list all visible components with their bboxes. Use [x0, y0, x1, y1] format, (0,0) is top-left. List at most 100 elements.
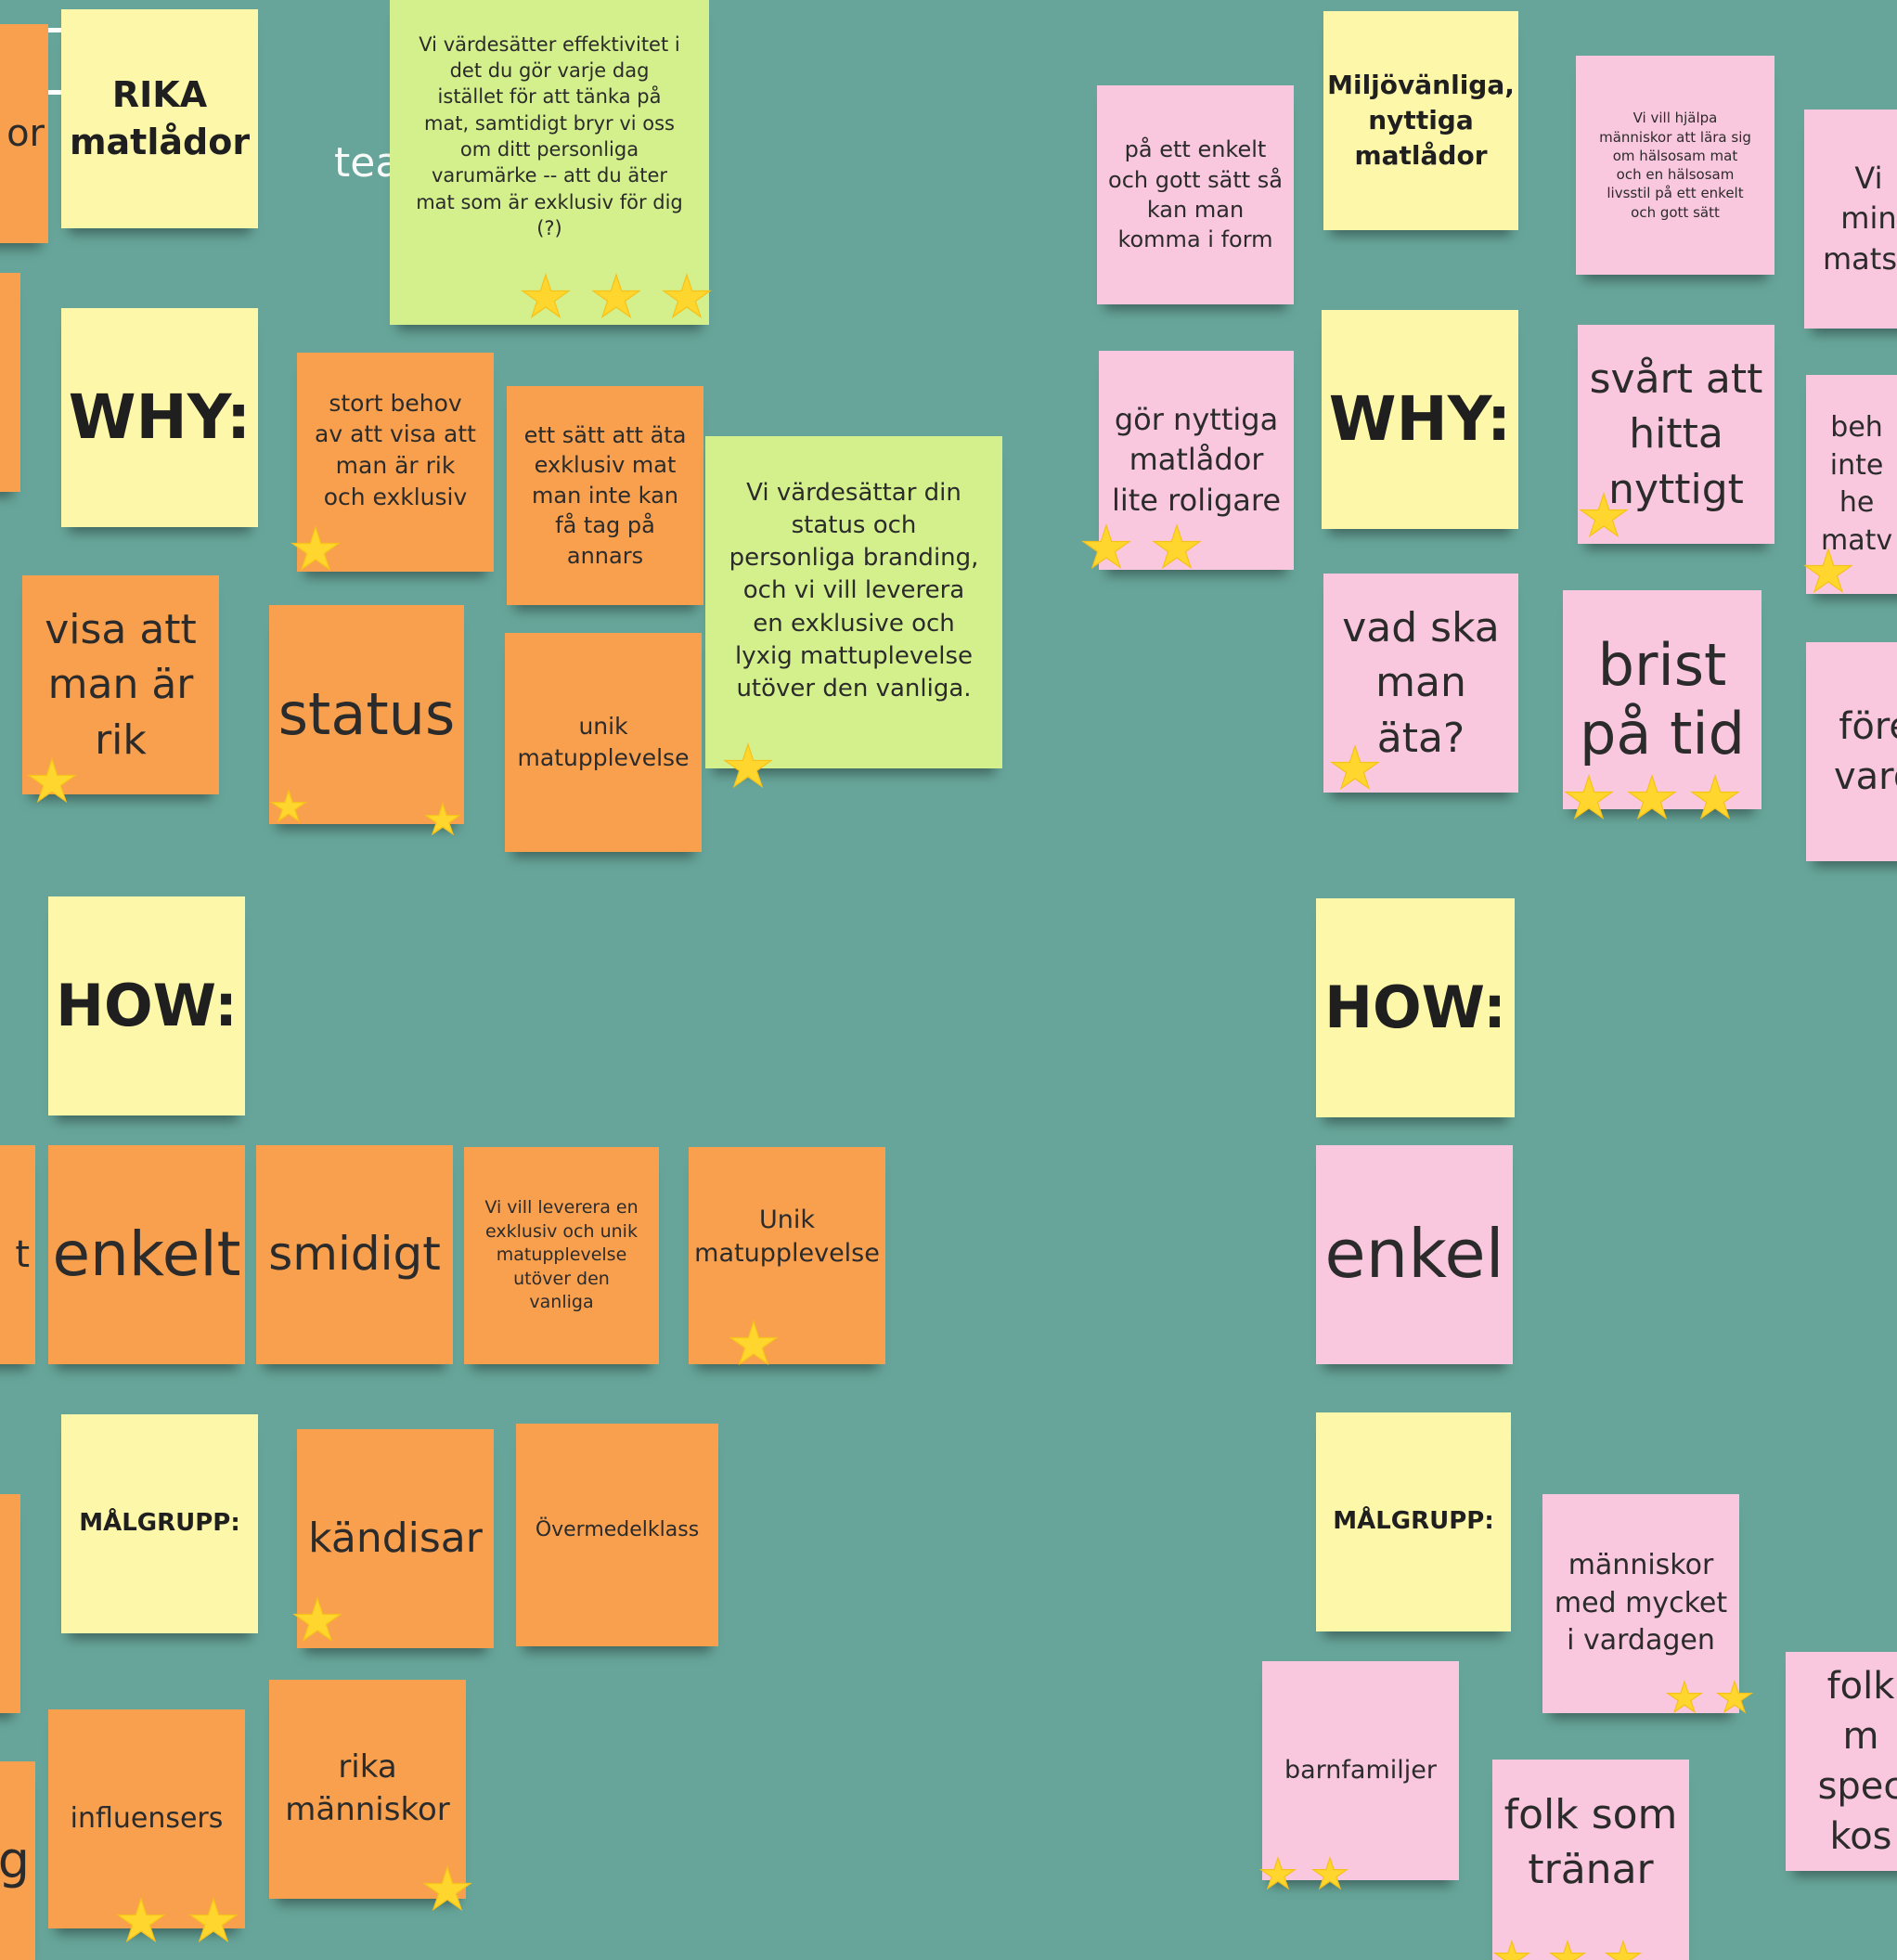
header-text: Miljövänliga, nyttiga matlådor [1327, 70, 1515, 171]
sticky-note[interactable]: barnfamiljer [1258, 1661, 1459, 1890]
star-icon [1564, 774, 1614, 820]
target-label-note[interactable]: MÅLGRUPP: [61, 1414, 258, 1633]
value-statement-note[interactable]: på ett enkelt och gott sätt så kan man k… [1097, 85, 1294, 304]
note-text: brist på tid [1580, 630, 1745, 767]
star-icon [1548, 1940, 1587, 1960]
edge-note-text: or [6, 112, 45, 155]
star-icon [1152, 523, 1202, 570]
sticky-note[interactable]: Övermedelklass [516, 1424, 718, 1646]
how-label: HOW: [1324, 974, 1506, 1042]
sticky-note[interactable]: smidigt [256, 1145, 453, 1364]
edge-sticky-note[interactable]: g [0, 1761, 35, 1960]
note-text: influensers [70, 1801, 224, 1835]
sticky-note[interactable]: vad ska man äta? [1323, 574, 1518, 793]
note-text: status [277, 680, 456, 749]
note-text: svårt att hitta nyttigt [1589, 355, 1763, 513]
header-text: RIKA matlådor [69, 73, 251, 162]
sticky-note[interactable]: rika människor [269, 1680, 472, 1912]
note-text: enkelt [52, 1219, 241, 1291]
star-icon [292, 1596, 342, 1643]
value-statement-note[interactable]: Vi värdesättar din status och personliga… [705, 436, 1002, 789]
note-text: människor med mycket i vardagen [1554, 1549, 1728, 1657]
edge-sticky-note[interactable]: or [0, 24, 48, 243]
sticky-note[interactable]: kändisar [292, 1429, 494, 1648]
target-label: MÅLGRUPP: [79, 1509, 240, 1538]
edge-sticky-note[interactable]: t [0, 1145, 35, 1364]
edge-note-text: Vi min matsv [1823, 161, 1897, 277]
star-icon [662, 273, 712, 319]
why-label-note[interactable]: WHY: [1322, 310, 1518, 529]
sticky-note[interactable]: svårt att hitta nyttigt [1578, 325, 1774, 544]
star-icon [591, 273, 641, 319]
note-text: folk som tränar [1503, 1791, 1678, 1894]
why-label-note[interactable]: WHY: [61, 308, 258, 527]
star-icon [1604, 1940, 1643, 1960]
star-icon [188, 1897, 239, 1943]
star-icon [1492, 1940, 1531, 1960]
sticky-note[interactable]: enkelt [48, 1145, 245, 1364]
note-text: rika människor [285, 1748, 450, 1828]
edge-sticky-note[interactable]: folk m spec kos [1786, 1652, 1897, 1871]
how-label: HOW: [56, 972, 238, 1040]
note-text: enkel [1324, 1215, 1504, 1294]
star-icon [269, 789, 308, 823]
edge-sticky-note[interactable] [0, 1494, 20, 1713]
sticky-note[interactable]: Unik matupplevelse [689, 1147, 885, 1366]
note-text: smidigt [268, 1227, 441, 1282]
sticky-note[interactable]: brist på tid [1563, 590, 1762, 820]
edge-note-text: beh inte he matv [1821, 411, 1893, 557]
edge-sticky-note[interactable] [0, 273, 20, 492]
note-text: visa att man är rik [45, 605, 197, 764]
note-text: Vi vill leverera en exklusiv och unik ma… [484, 1196, 639, 1313]
note-text: Unik matupplevelse [694, 1205, 880, 1268]
column-header-miljovanliga[interactable]: Miljövänliga, nyttiga matlådor [1323, 11, 1518, 230]
target-label-note[interactable]: MÅLGRUPP: [1316, 1412, 1511, 1631]
value-statement-text: på ett enkelt och gott sätt så kan man k… [1108, 136, 1283, 253]
edge-sticky-note[interactable]: före vard [1806, 642, 1897, 861]
note-text: kändisar [308, 1515, 483, 1563]
target-label: MÅLGRUPP: [1333, 1507, 1494, 1536]
star-icon [422, 1865, 472, 1912]
note-text: gör nyttiga matlådor lite roligare [1111, 402, 1282, 518]
star-icon [290, 525, 341, 572]
sticky-note[interactable]: status [269, 605, 464, 836]
how-label-note[interactable]: HOW: [1316, 898, 1515, 1117]
edge-sticky-note[interactable]: Vi min matsv [1804, 110, 1897, 329]
edge-sticky-note[interactable]: beh inte he matv [1803, 375, 1897, 594]
star-icon [1310, 1856, 1349, 1890]
note-text: barnfamiljer [1284, 1755, 1437, 1785]
note-text: unik matupplevelse [517, 713, 690, 771]
sticky-note[interactable]: unik matupplevelse [505, 633, 702, 852]
sticky-note[interactable]: enkel [1316, 1145, 1513, 1364]
note-text: Övermedelklass [535, 1518, 700, 1541]
sticky-note[interactable]: människor med mycket i vardagen [1542, 1494, 1754, 1714]
note-text: stort behov av att visa att man är rik o… [315, 389, 476, 510]
edge-note-text: före vard [1834, 705, 1897, 798]
star-icon [1258, 1856, 1297, 1890]
sticky-note[interactable]: gör nyttiga matlådor lite roligare [1081, 351, 1294, 570]
value-statement-text: Vi värdesätter effektivitet i det du gör… [416, 32, 683, 240]
sticky-note[interactable]: visa att man är rik [22, 575, 219, 804]
value-statement-text: Vi vill hjälpa människor att lära sig om… [1599, 110, 1751, 221]
why-label: WHY: [1328, 383, 1512, 456]
edge-note-text: t [15, 1233, 30, 1276]
value-statement-note[interactable]: Vi vill hjälpa människor att lära sig om… [1576, 56, 1774, 275]
sticky-note[interactable]: stort behov av att visa att man är rik o… [290, 353, 494, 572]
note-text: ett sätt att äta exklusiv mat man inte k… [523, 422, 687, 569]
star-icon [1715, 1680, 1754, 1714]
how-label-note[interactable]: HOW: [48, 896, 245, 1115]
star-icon [521, 273, 571, 319]
edge-note-text: g [0, 1830, 30, 1889]
column-header-rika[interactable]: RIKA matlådor [61, 9, 258, 228]
star-icon [729, 1320, 779, 1366]
sticky-note[interactable]: folk som tränar [1492, 1760, 1689, 1960]
star-icon [116, 1897, 166, 1943]
edge-note-text: folk m spec kos [1817, 1665, 1897, 1858]
sticky-note[interactable]: influensers [48, 1709, 245, 1943]
sticky-note[interactable]: Vi vill leverera en exklusiv och unik ma… [464, 1147, 659, 1364]
note-text: vad ska man äta? [1342, 603, 1500, 762]
sticky-note[interactable]: ett sätt att äta exklusiv mat man inte k… [507, 386, 703, 605]
value-statement-note[interactable]: Vi värdesätter effektivitet i det du gör… [390, 0, 712, 325]
value-statement-text: Vi värdesättar din status och personliga… [729, 479, 979, 703]
